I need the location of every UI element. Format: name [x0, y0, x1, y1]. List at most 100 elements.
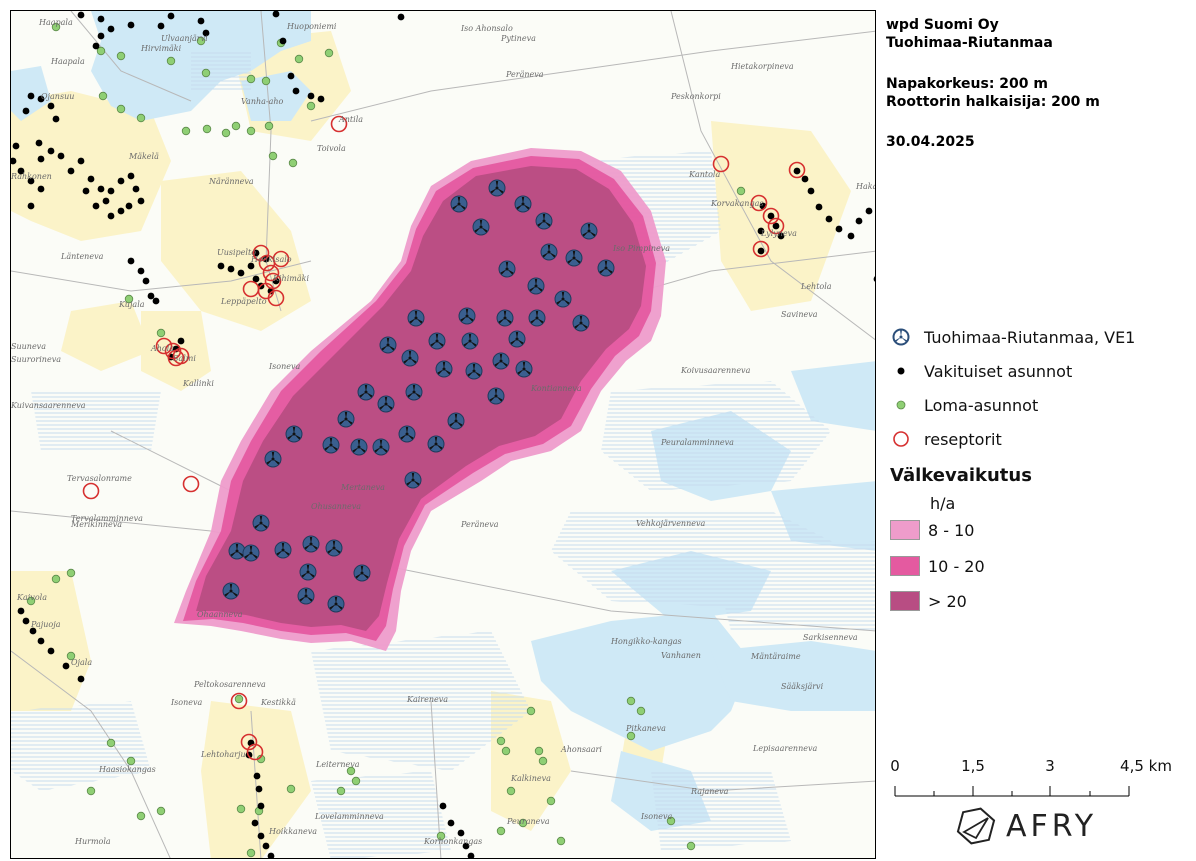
- permanent-home-marker: [825, 215, 833, 223]
- permanent-home-marker: [467, 852, 475, 858]
- permanent-home-marker: [87, 175, 95, 183]
- permanent-home-marker: [137, 197, 145, 205]
- turbine-icon: [299, 563, 317, 581]
- turbine-icon: [350, 438, 368, 456]
- scale-label-1-5: 1,5: [961, 757, 985, 775]
- holiday-home-marker: [264, 121, 274, 131]
- turbine-icon: [252, 514, 270, 532]
- receptor-marker: [242, 280, 260, 298]
- holiday-home-marker: [556, 836, 566, 846]
- swatch-10-20: [890, 556, 920, 576]
- turbine-icon: [554, 290, 572, 308]
- holiday-home-marker: [534, 746, 544, 756]
- turbine-icon: [353, 564, 371, 582]
- permanent-home-marker: [292, 87, 300, 95]
- holiday-home-marker: [506, 786, 516, 796]
- turbine-icon: [222, 582, 240, 600]
- permanent-home-marker: [37, 185, 45, 193]
- place-label: Isoneva: [170, 698, 202, 707]
- permanent-home-marker: [47, 647, 55, 655]
- holiday-home-marker: [496, 736, 506, 746]
- place-label: Peuralamminneva: [660, 438, 734, 447]
- permanent-home-marker: [757, 227, 765, 235]
- place-label: Lehtola: [800, 282, 832, 291]
- legend-class-2: 10 - 20: [890, 555, 985, 577]
- place-label: Ohusanneva: [311, 502, 361, 511]
- legend-class-label: 10 - 20: [928, 556, 985, 576]
- turbine-icon: [357, 383, 375, 401]
- place-label: Korhonkangas: [423, 837, 482, 846]
- permanent-home-marker: [835, 225, 843, 233]
- holiday-home-marker: [116, 104, 126, 114]
- place-label: Tervasalonrame: [67, 474, 132, 483]
- receptor-icon: [886, 430, 916, 448]
- permanent-home-marker: [47, 147, 55, 155]
- permanent-home-marker: [865, 207, 873, 215]
- holiday-home-marker: [106, 738, 116, 748]
- turbine-icon: [404, 471, 422, 489]
- permanent-home-marker: [457, 829, 465, 837]
- turbine-icon: [461, 332, 479, 350]
- place-label: Merikinneva: [70, 520, 122, 529]
- permanent-home-marker: [11, 157, 17, 165]
- swatch-over-20: [890, 591, 920, 611]
- turbine-icon: [565, 249, 583, 267]
- place-label: Kontianneva: [530, 384, 582, 393]
- place-label: Hongikko-kangas: [610, 637, 682, 646]
- turbine-icon: [597, 259, 615, 277]
- holiday-home-marker: [98, 91, 108, 101]
- permanent-home-marker: [77, 11, 85, 19]
- turbine-icon: [492, 352, 510, 370]
- permanent-home-marker: [27, 92, 35, 100]
- permanent-home-marker: [57, 152, 65, 160]
- holiday-home-marker: [501, 746, 511, 756]
- permanent-home-icon: [886, 366, 916, 376]
- permanent-home-marker: [127, 172, 135, 180]
- permanent-home-marker: [137, 267, 145, 275]
- turbine-icon: [337, 410, 355, 428]
- place-label: Honkisalo: [250, 255, 292, 264]
- permanent-home-marker: [397, 13, 405, 21]
- receptor-marker: [752, 240, 770, 258]
- place-label: Huoponiemi: [286, 22, 337, 31]
- permanent-home-marker: [227, 265, 235, 273]
- bog-areas: [11, 51, 875, 858]
- place-label: Lehtoharju: [200, 750, 246, 759]
- permanent-home-marker: [167, 12, 175, 20]
- receptor-marker: [82, 482, 100, 500]
- place-label: Hirvimäki: [140, 44, 182, 53]
- turbine-icon: [297, 587, 315, 605]
- turbine-icon: [401, 349, 419, 367]
- holiday-home-marker: [538, 756, 548, 766]
- receptor-marker: [272, 250, 290, 268]
- permanent-home-marker: [22, 107, 30, 115]
- place-label: Uusipelto: [217, 248, 256, 257]
- place-label: Kaireneva: [406, 695, 448, 704]
- permanent-home-marker: [279, 37, 287, 45]
- permanent-home-marker: [107, 187, 115, 195]
- permanent-home-marker: [125, 202, 133, 210]
- holiday-home-marker: [156, 328, 166, 338]
- permanent-home-marker: [97, 185, 105, 193]
- permanent-home-marker: [29, 627, 37, 635]
- flicker-legend-unit: h/a: [930, 494, 956, 513]
- turbine-icon: [535, 212, 553, 230]
- receptor-marker: [230, 692, 248, 710]
- holiday-home-marker: [124, 294, 134, 304]
- turbine-icon: [377, 395, 395, 413]
- permanent-home-marker: [107, 212, 115, 220]
- turbine-icon: [496, 309, 514, 327]
- turbine-icon: [325, 539, 343, 557]
- permanent-home-marker: [52, 115, 60, 123]
- turbine-icon: [465, 362, 483, 380]
- permanent-home-marker: [97, 32, 105, 40]
- permanent-home-marker: [92, 202, 100, 210]
- legend-class-label: 8 - 10: [928, 520, 975, 540]
- place-label: Isoneva: [268, 362, 300, 371]
- place-label: Lylyneva: [760, 229, 797, 238]
- turbine-icon: [427, 435, 445, 453]
- holiday-home-marker: [306, 101, 316, 111]
- permanent-home-marker: [439, 802, 447, 810]
